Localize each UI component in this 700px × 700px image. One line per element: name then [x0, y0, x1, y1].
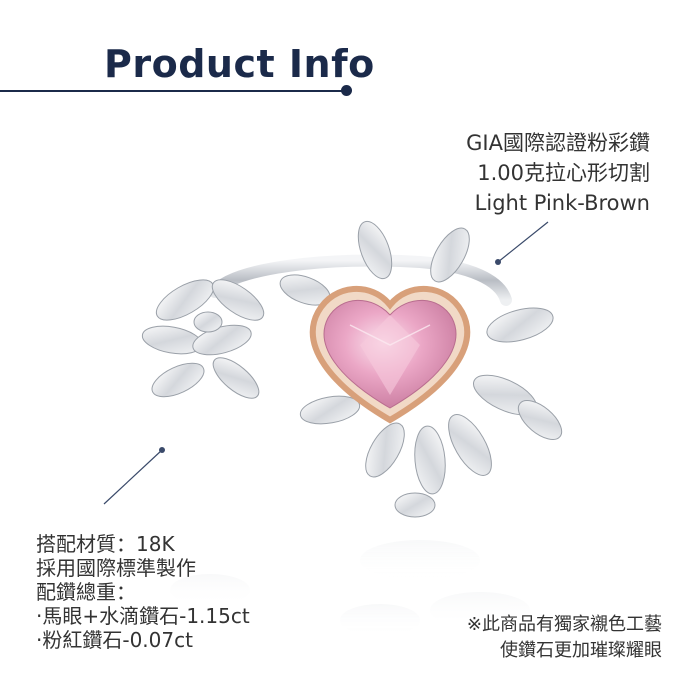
material-spec-line1: 搭配材質：18K	[36, 532, 175, 556]
gem-spec-line1: GIA國際認證粉彩鑽	[466, 131, 650, 155]
gem-spec-line2: 1.00克拉心形切割	[477, 161, 650, 185]
ring-band	[209, 254, 512, 306]
material-spec-line3: 配鑽總重：	[36, 580, 136, 604]
material-spec-line2: 採用國際標準製作	[36, 556, 196, 580]
gem-callout-line	[497, 221, 549, 263]
page-title: Product Info	[104, 42, 375, 86]
gem-spec-line3: Light Pink-Brown	[474, 191, 650, 215]
underline-dot	[341, 85, 352, 96]
ring-reflection	[170, 540, 530, 636]
craft-note: ※此商品有獨家襯色工藝 使鑽石更加璀璨耀眼	[467, 612, 662, 664]
pink-heart-diamond	[309, 285, 471, 424]
gem-spec-block: GIA國際認證粉彩鑽 1.00克拉心形切割 Light Pink-Brown	[466, 128, 650, 218]
material-callout-line	[103, 449, 163, 505]
craft-note-line1: ※此商品有獨家襯色工藝	[466, 614, 662, 635]
gem-callout-dot	[495, 259, 501, 265]
right-diamond-flower	[279, 220, 563, 518]
material-spec-line5: ·粉紅鑽石-0.07ct	[36, 628, 193, 652]
material-callout-dot	[159, 447, 165, 453]
material-spec-block: 搭配材質：18K 採用國際標準製作 配鑽總重： ·馬眼+水滴鑽石-1.15ct …	[36, 532, 250, 652]
craft-note-line2: 使鑽石更加璀璨耀眼	[500, 640, 662, 661]
title-underline	[0, 90, 344, 92]
left-diamond-cluster	[141, 279, 265, 399]
material-spec-line4: ·馬眼+水滴鑽石-1.15ct	[36, 604, 250, 628]
